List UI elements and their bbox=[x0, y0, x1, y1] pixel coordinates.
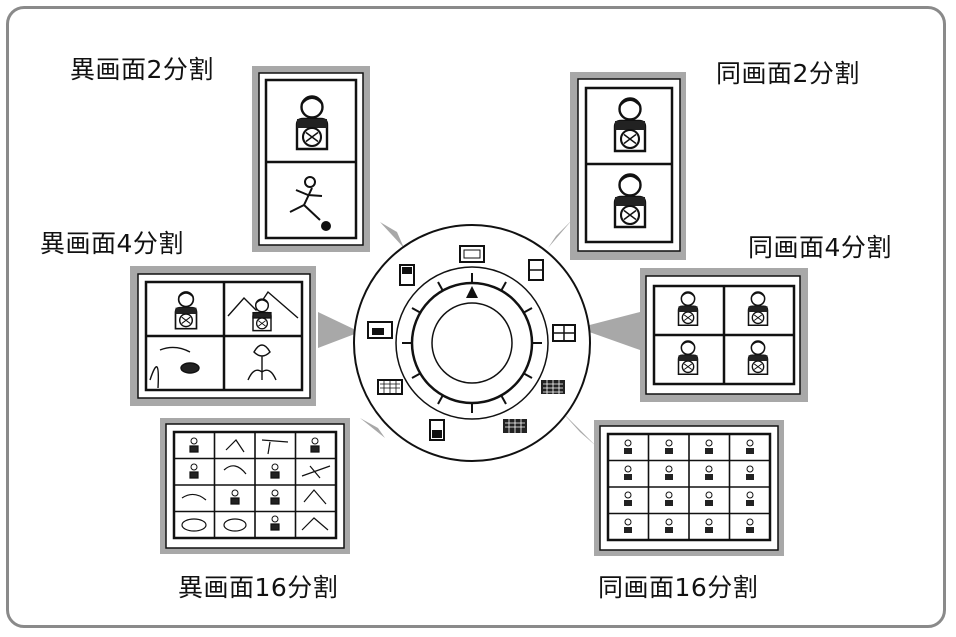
connectors bbox=[318, 220, 640, 446]
dial-icon-pip bbox=[503, 419, 527, 433]
dial-icon-diff-2split-alt bbox=[429, 419, 445, 441]
thumb-same-4split bbox=[640, 268, 808, 402]
soccer-player-icon bbox=[289, 176, 331, 231]
dial-pointer-icon bbox=[466, 286, 478, 298]
label-same-4split: 同画面4分割 bbox=[748, 233, 892, 262]
dial-icon-diff-2split bbox=[399, 264, 415, 286]
thumb-diff-4split bbox=[130, 266, 316, 406]
thumb-diff-16split bbox=[160, 418, 350, 554]
label-same-16split: 同画面16分割 bbox=[598, 573, 759, 602]
dial-icon-same-2split bbox=[528, 259, 544, 281]
label-diff-16split: 異画面16分割 bbox=[178, 573, 339, 602]
thumb-diff-2split bbox=[252, 66, 370, 252]
label-same-2split: 同画面2分割 bbox=[716, 59, 860, 88]
dial-icon-single bbox=[459, 245, 485, 263]
diagram-frame bbox=[6, 6, 946, 628]
mode-dial bbox=[353, 224, 591, 462]
label-diff-2split: 異画面2分割 bbox=[70, 55, 214, 84]
dial-icon-same-16split bbox=[541, 380, 565, 394]
thumb-same-2split bbox=[570, 72, 686, 260]
dial-icon-same-4split bbox=[552, 324, 576, 342]
label-diff-4split: 異画面4分割 bbox=[40, 229, 184, 258]
thumb-same-16split bbox=[594, 420, 784, 556]
dial-tick-marks bbox=[402, 273, 542, 413]
dial-icon-diff-4split bbox=[367, 321, 393, 339]
dial-icon-diff-16split bbox=[377, 379, 403, 395]
